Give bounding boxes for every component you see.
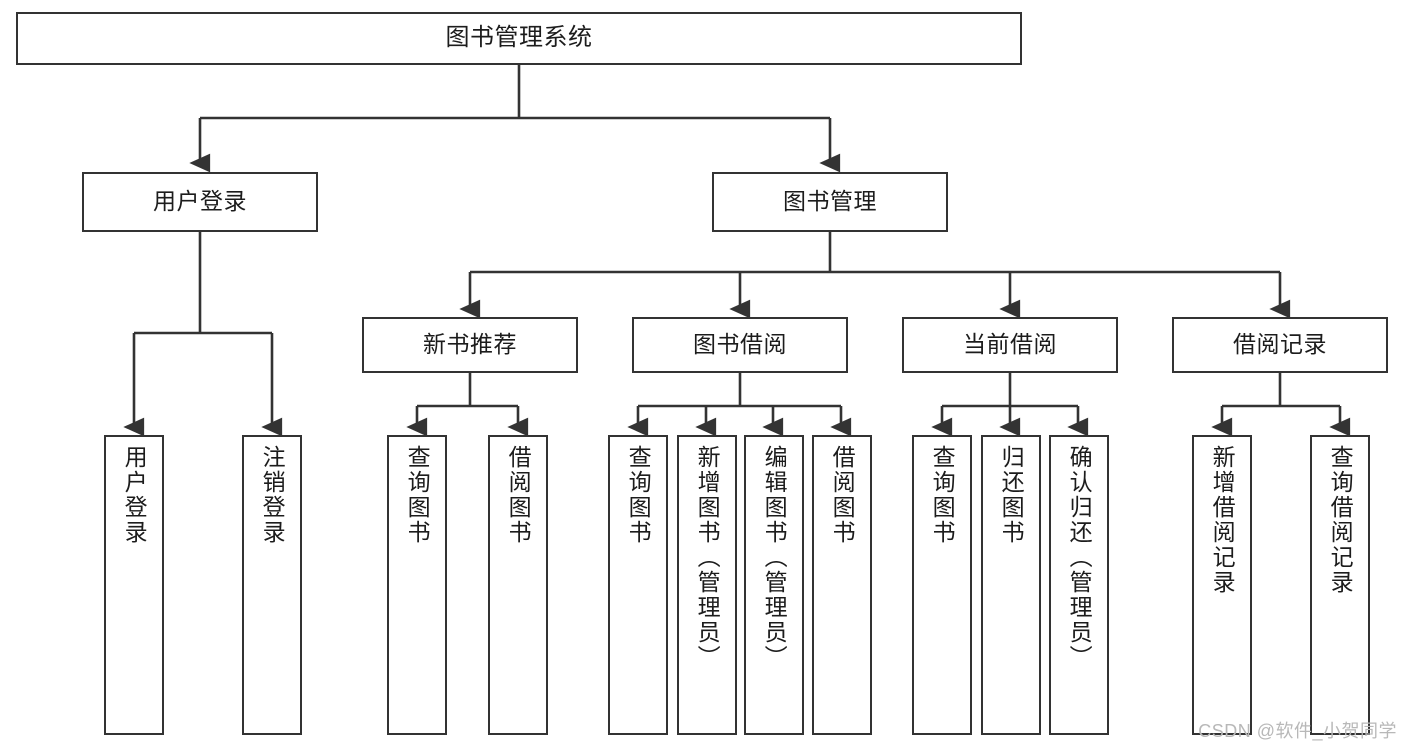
node-book-manage-label: 图书管理 — [783, 188, 877, 215]
leaf-return-book-label: 归还图书 — [998, 445, 1025, 545]
leaf-add-borrow-record[interactable]: 新增借阅记录 — [1192, 435, 1252, 735]
leaf-query-book-current-label: 查询图书 — [929, 445, 956, 545]
leaf-query-book-current[interactable]: 查询图书 — [912, 435, 972, 735]
leaf-query-book-newbook-label: 查询图书 — [404, 445, 431, 545]
leaf-query-book-newbook[interactable]: 查询图书 — [387, 435, 447, 735]
node-user-login[interactable]: 用户登录 — [82, 172, 318, 232]
leaf-query-borrow-record-label: 查询借阅记录 — [1327, 445, 1354, 595]
leaf-borrow-book-borrow-label: 借阅图书 — [829, 445, 856, 545]
leaf-add-borrow-record-label: 新增借阅记录 — [1209, 445, 1236, 595]
node-root-system[interactable]: 图书管理系统 — [16, 12, 1022, 65]
watermark-text: CSDN @软件_小贺同学 — [1198, 721, 1397, 741]
leaf-borrow-book-newbook[interactable]: 借阅图书 — [488, 435, 548, 735]
leaf-user-login-label: 用户登录 — [121, 445, 148, 545]
leaf-add-book-admin[interactable]: 新增图书（管理员） — [677, 435, 737, 735]
leaf-confirm-return-admin[interactable]: 确认归还（管理员） — [1049, 435, 1109, 735]
leaf-confirm-return-admin-label: 确认归还（管理员） — [1066, 445, 1093, 670]
node-borrow-record-label: 借阅记录 — [1233, 331, 1327, 358]
node-borrow-record[interactable]: 借阅记录 — [1172, 317, 1388, 373]
node-book-borrow-label: 图书借阅 — [693, 331, 787, 358]
leaf-logout-label: 注销登录 — [259, 445, 286, 545]
leaf-user-login[interactable]: 用户登录 — [104, 435, 164, 735]
leaf-add-book-admin-label: 新增图书（管理员） — [694, 445, 721, 670]
node-current-borrow-label: 当前借阅 — [963, 331, 1057, 358]
leaf-return-book[interactable]: 归还图书 — [981, 435, 1041, 735]
node-book-manage[interactable]: 图书管理 — [712, 172, 948, 232]
node-root-system-label: 图书管理系统 — [445, 24, 593, 52]
leaf-logout[interactable]: 注销登录 — [242, 435, 302, 735]
node-user-login-label: 用户登录 — [153, 188, 247, 215]
leaf-edit-book-admin-label: 编辑图书（管理员） — [761, 445, 788, 670]
leaf-query-borrow-record[interactable]: 查询借阅记录 — [1310, 435, 1370, 735]
node-book-borrow[interactable]: 图书借阅 — [632, 317, 848, 373]
leaf-edit-book-admin[interactable]: 编辑图书（管理员） — [744, 435, 804, 735]
leaf-query-book-borrow[interactable]: 查询图书 — [608, 435, 668, 735]
leaf-query-book-borrow-label: 查询图书 — [625, 445, 652, 545]
leaf-borrow-book-newbook-label: 借阅图书 — [505, 445, 532, 545]
node-new-book-recommend[interactable]: 新书推荐 — [362, 317, 578, 373]
node-new-book-recommend-label: 新书推荐 — [423, 331, 517, 358]
leaf-borrow-book-borrow[interactable]: 借阅图书 — [812, 435, 872, 735]
node-current-borrow[interactable]: 当前借阅 — [902, 317, 1118, 373]
